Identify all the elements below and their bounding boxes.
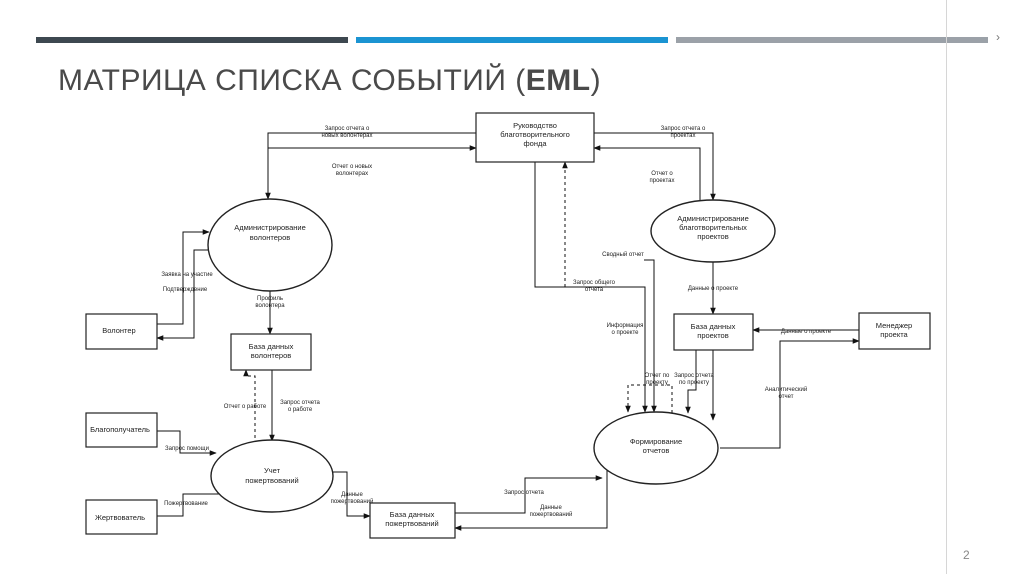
flow-line-summary (534, 162, 648, 413)
accent-bar-gray (676, 37, 988, 43)
flow-label-project-data-manager: Данные о проекте (781, 329, 832, 335)
node-donor: Жертвователь (85, 499, 158, 535)
svg-text:Благополучатель: Благополучатель (90, 425, 150, 434)
flow-line-application (157, 229, 210, 325)
flow-line-req-projects (594, 132, 716, 201)
flow-lines (156, 132, 860, 531)
flow-label-summary-report: Сводный отчет (602, 251, 644, 258)
flow-line-projects-report (593, 145, 701, 200)
accent-bar-blue (356, 37, 668, 43)
flow-line-donation (157, 491, 233, 517)
flow-line-info-project (644, 259, 657, 413)
flow-line-analytic (720, 338, 860, 449)
flow-label-donation: Пожертвование (164, 501, 208, 507)
title-end: ) (590, 64, 602, 97)
flow-label-project-data: Данные о проекте (688, 286, 739, 292)
right-divider (946, 0, 947, 574)
node-beneficiary: Благополучатель (85, 412, 158, 448)
flow-line-volunteers-report (267, 145, 477, 199)
flow-label-application: Заявка на участие (161, 272, 213, 278)
corner-chevron-icon: › (996, 30, 1000, 44)
svg-text:Волонтер: Волонтер (102, 326, 135, 335)
accent-bar-dark (36, 37, 348, 43)
slide-title: МАТРИЦА СПИСКА СОБЫТИЙ (EML) (58, 64, 601, 98)
flow-line-confirmation (156, 249, 211, 341)
flow-line-donations-data-1 (325, 471, 371, 519)
flow-label-req-report: Запрос отчета (504, 490, 544, 496)
flow-line-help-request (157, 430, 217, 456)
node-volunteer: Волонтер (85, 313, 158, 350)
flow-label-help-request: Запрос помощи (165, 446, 209, 452)
flow-line-work-report (243, 369, 256, 444)
flow-line-project-report (685, 350, 697, 414)
flow-line-donations-data-2 (454, 462, 608, 531)
flow-label-confirmation: Подтверждение (163, 287, 208, 293)
page-number: 2 (963, 548, 970, 562)
title-main: МАТРИЦА СПИСКА СОБЫТИЙ ( (58, 64, 526, 97)
title-bold: EML (525, 64, 591, 97)
flow-line-project-request (625, 384, 673, 413)
flow-label-work-report: Отчет о работе (224, 404, 267, 410)
svg-text:Жертвователь: Жертвователь (95, 513, 145, 522)
flow-line-req-report (455, 475, 603, 514)
